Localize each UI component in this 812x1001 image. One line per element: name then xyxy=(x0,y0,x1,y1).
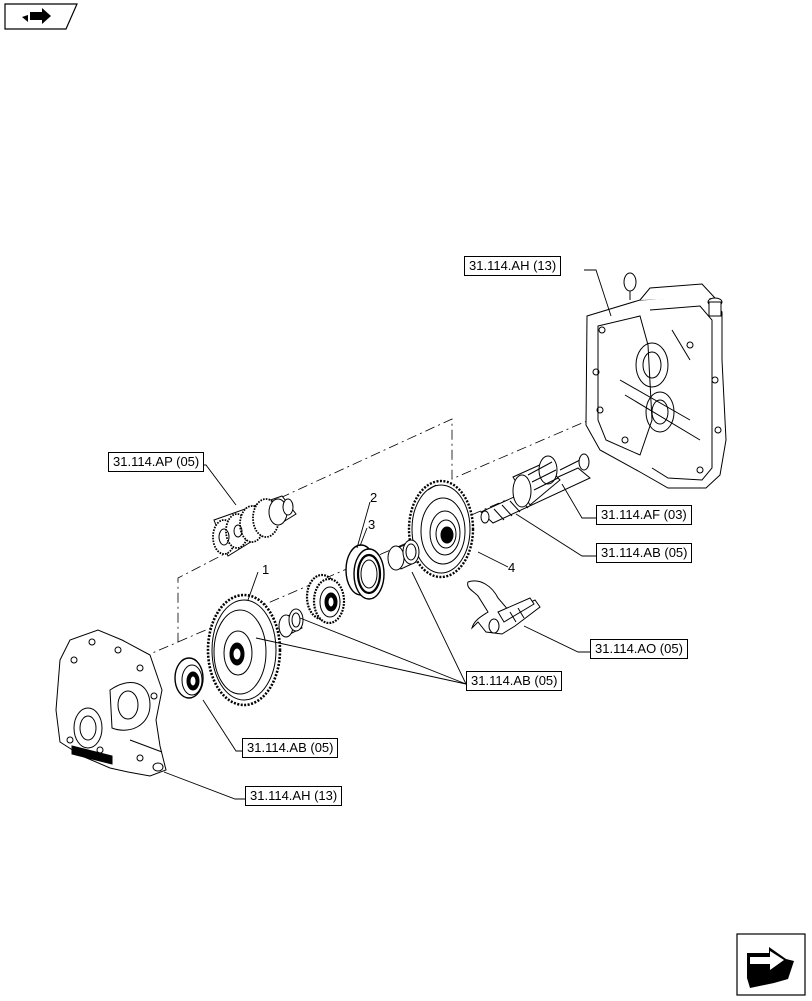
callout-2: 2 xyxy=(370,490,378,505)
gear-4 xyxy=(407,479,475,579)
callout-4: 4 xyxy=(508,560,516,575)
input-shaft-assembly xyxy=(212,495,297,557)
output-shaft xyxy=(480,453,591,524)
synchronizer-ring-3 xyxy=(345,544,385,600)
callout-1: 1 xyxy=(262,562,270,577)
ref-link-ab-right[interactable]: 31.114.AB (05) xyxy=(596,543,693,563)
shift-fork xyxy=(467,580,541,635)
ref-link-ah-top[interactable]: 31.114.AH (13) xyxy=(464,256,562,276)
bearing-left xyxy=(278,608,304,638)
previous-page-button[interactable] xyxy=(4,3,78,30)
front-housing xyxy=(55,629,167,777)
ref-link-ab-lower[interactable]: 31.114.AB (05) xyxy=(242,738,339,758)
gear-2 xyxy=(305,573,346,625)
ref-link-ah-bottom[interactable]: 31.114.AH (13) xyxy=(245,786,343,806)
book-arrow-icon xyxy=(4,3,78,30)
bearing-ring-right xyxy=(387,539,420,571)
ref-link-ap[interactable]: 31.114.AP (05) xyxy=(108,452,205,472)
gear-1 xyxy=(206,593,282,707)
ref-link-ao[interactable]: 31.114.AO (05) xyxy=(590,639,688,659)
ref-link-ab-center[interactable]: 31.114.AB (05) xyxy=(466,671,563,691)
bearing-lower xyxy=(174,657,204,699)
next-page-button[interactable] xyxy=(736,933,806,996)
callout-3: 3 xyxy=(368,517,376,532)
next-page-arrow-icon xyxy=(736,933,806,996)
ref-link-af[interactable]: 31.114.AF (03) xyxy=(596,505,692,525)
rear-housing xyxy=(585,272,727,489)
